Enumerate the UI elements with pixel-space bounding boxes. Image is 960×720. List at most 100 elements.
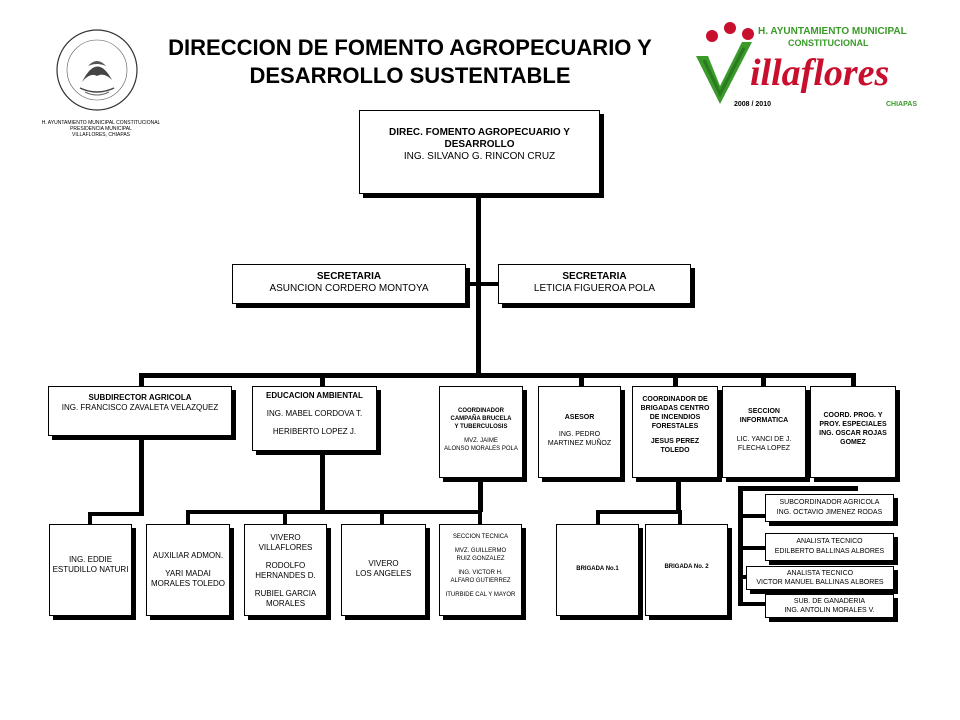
staff-title: ANALISTA TECNICO	[796, 538, 863, 545]
page-title-line1: DIRECCION DE FOMENTO AGROPECUARIO Y	[168, 35, 652, 60]
educacion-ambiental-box: EDUCACION AMBIENTAL ING. MABEL CORDOVA T…	[252, 386, 377, 451]
seal-caption-line: VILLAFLORES, CHIAPAS	[72, 132, 130, 138]
page-title-line2: DESARROLLO SUSTENTABLE	[249, 63, 571, 88]
staff-name: VICTOR MANUEL BALLINAS ALBORES	[756, 579, 884, 586]
connector-line	[676, 478, 681, 512]
campana-line3: Y TUBERCULOSIS	[454, 424, 508, 430]
connector-line	[380, 510, 384, 526]
secretary-name: LETICIA FIGUEROA POLA	[533, 283, 656, 294]
campana-line4: MVZ. JAIME	[464, 438, 498, 444]
informatica-line4: FLECHA LOPEZ	[737, 445, 791, 452]
coord-prog-line1: COORD. PROG. Y	[823, 412, 883, 419]
connector-line	[596, 510, 682, 514]
brigada-2-label: BRIGADA No. 2	[664, 564, 709, 570]
connector-line	[466, 282, 498, 286]
connector-line	[320, 450, 325, 512]
vivero-villaflores-line6: MORALES	[265, 599, 306, 608]
vivero-villaflores-line5: RUBIEL GARCIA	[254, 589, 317, 598]
vivero-villaflores-line4: HERNANDES D.	[255, 571, 316, 580]
connector-line	[738, 546, 766, 550]
vivero-angeles-line2: LOS ANGELES	[355, 569, 412, 578]
secretary-name: ASUNCION CORDERO MONTOYA	[269, 283, 429, 294]
brigadas-line6: TOLEDO	[660, 447, 690, 454]
auxiliar-admon-box: AUXILIAR ADMON. YARI MADAI MORALES TOLED…	[146, 524, 230, 616]
eddie-line1: ING. EDDIE	[68, 555, 113, 564]
coord-prog-box: COORD. PROG. Y PROY. ESPECIALES ING. OSC…	[810, 386, 896, 478]
director-line2: DESARROLLO	[444, 139, 515, 150]
secretary-title: SECRETARIA	[316, 271, 382, 282]
tecnica-line5: ALFARO GUTIERREZ	[450, 578, 511, 584]
connector-line	[738, 486, 858, 491]
staff-title: ANALISTA TECNICO	[786, 570, 854, 577]
staff-box-analista-1: ANALISTA TECNICO EDILBERTO BALLINAS ALBO…	[765, 533, 894, 561]
connector-line	[579, 373, 584, 387]
campana-line5: ALONSO MORALES POLA	[444, 446, 518, 452]
director-name: ING. SILVANO G. RINCON CRUZ	[403, 151, 556, 162]
logo-name: illaflores	[750, 52, 890, 94]
page-title: DIRECCION DE FOMENTO AGROPECUARIO Y DESA…	[140, 34, 680, 90]
seal-caption-line: PRESIDENCIA MUNICIPAL	[70, 126, 132, 132]
informatica-line3: LIC. YANCI DE J.	[736, 436, 792, 443]
director-line1: DIREC. FOMENTO AGROPECUARIO Y	[389, 127, 570, 138]
staff-box-ganaderia: SUB. DE GANADERIA ING. ANTOLIN MORALES V…	[765, 594, 894, 618]
tecnica-line6: ITURBIDE CAL Y MAYOR	[445, 592, 516, 598]
asesor-title: ASESOR	[564, 414, 595, 421]
eagle-seal-icon	[56, 29, 138, 111]
subdirector-name: ING. FRANCISCO ZAVALETA VELAZQUEZ	[61, 403, 219, 412]
eddie-line2: ESTUDILLO NATURI	[52, 565, 129, 574]
connector-line	[596, 510, 600, 526]
logo-line1: H. AYUNTAMIENTO MUNICIPAL	[758, 26, 907, 37]
coord-prog-line4: GOMEZ	[840, 439, 866, 446]
connector-line	[186, 510, 190, 526]
asesor-name-1: ING. PEDRO	[558, 431, 601, 438]
staff-title: SUB. DE GANADERIA	[793, 598, 866, 605]
auxiliar-line2: YARI MADAI	[165, 569, 211, 578]
vivero-angeles-line1: VIVERO	[368, 559, 399, 568]
tecnica-line1: SECCION TECNICA	[452, 534, 509, 540]
subdirector-agricola-box: SUBDIRECTOR AGRICOLA ING. FRANCISCO ZAVA…	[48, 386, 232, 436]
brigadas-line5: JESUS PEREZ	[650, 438, 700, 445]
connector-line	[139, 373, 144, 387]
villaflores-logo: H. AYUNTAMIENTO MUNICIPAL CONSTITUCIONAL…	[690, 16, 940, 116]
staff-name: ING. ANTOLIN MORALES V.	[784, 607, 875, 614]
vivero-villaflores-box: VIVERO VILLAFLORES RODOLFO HERNANDES D. …	[244, 524, 327, 616]
connector-line	[478, 478, 483, 512]
brigada-1-label: BRIGADA No.1	[576, 566, 619, 572]
coordinador-campana-box: COORDINADOR CAMPAÑA BRUCELA Y TUBERCULOS…	[439, 386, 523, 478]
connector-line	[88, 512, 144, 516]
tecnica-line4: ING. VICTOR H.	[458, 570, 503, 576]
educacion-name-2: HERIBERTO LOPEZ J.	[272, 427, 357, 436]
brigadas-line3: DE INCENDIOS	[649, 414, 701, 421]
campana-line2: CAMPAÑA BRUCELA	[450, 416, 512, 422]
brigada-1-box: BRIGADA No.1	[556, 524, 639, 616]
informatica-line2: INFORMATICA	[739, 417, 789, 424]
connector-line	[673, 373, 678, 387]
secretary-title: SECRETARIA	[562, 271, 627, 282]
vivero-villaflores-line3: RODOLFO	[265, 561, 306, 570]
staff-box-analista-2: ANALISTA TECNICO VICTOR MANUEL BALLINAS …	[746, 566, 894, 590]
tecnica-line3: RUIZ GONZALEZ	[456, 556, 505, 562]
connector-line	[738, 514, 766, 518]
tecnica-line2: MVZ. GUILLERMO	[454, 548, 507, 554]
connector-line	[186, 510, 482, 514]
auxiliar-line1: AUXILIAR ADMON.	[152, 551, 224, 560]
educacion-title: EDUCACION AMBIENTAL	[266, 391, 363, 400]
seal-caption: H. AYUNTAMIENTO MUNICIPAL CONSTITUCIONAL…	[26, 120, 176, 138]
logo-years: 2008 / 2010	[734, 101, 771, 108]
vivero-villaflores-line1: VIVERO	[270, 533, 301, 542]
logo-state: CHIAPAS	[886, 101, 917, 108]
connector-line	[761, 373, 766, 387]
secretary-box-2: SECRETARIA LETICIA FIGUEROA POLA	[498, 264, 691, 304]
coord-prog-line2: PROY. ESPECIALES	[819, 421, 887, 428]
eddie-box: ING. EDDIE ESTUDILLO NATURI	[49, 524, 132, 616]
asesor-box: ASESOR ING. PEDRO MARTINEZ MUÑOZ	[538, 386, 621, 478]
campana-line1: COORDINADOR	[458, 408, 504, 414]
connector-line	[851, 373, 856, 387]
educacion-name-1: ING. MABEL CORDOVA T.	[266, 409, 363, 418]
connector-line	[320, 373, 325, 387]
connector-line	[139, 435, 144, 515]
staff-box-subcordinador: SUBCORDINADOR AGRICOLA ING. OCTAVIO JIME…	[765, 494, 894, 522]
subdirector-title: SUBDIRECTOR AGRICOLA	[88, 393, 192, 402]
connector-line	[283, 510, 287, 526]
coordinador-brigadas-box: COORDINADOR DE BRIGADAS CENTRO DE INCEND…	[632, 386, 718, 478]
